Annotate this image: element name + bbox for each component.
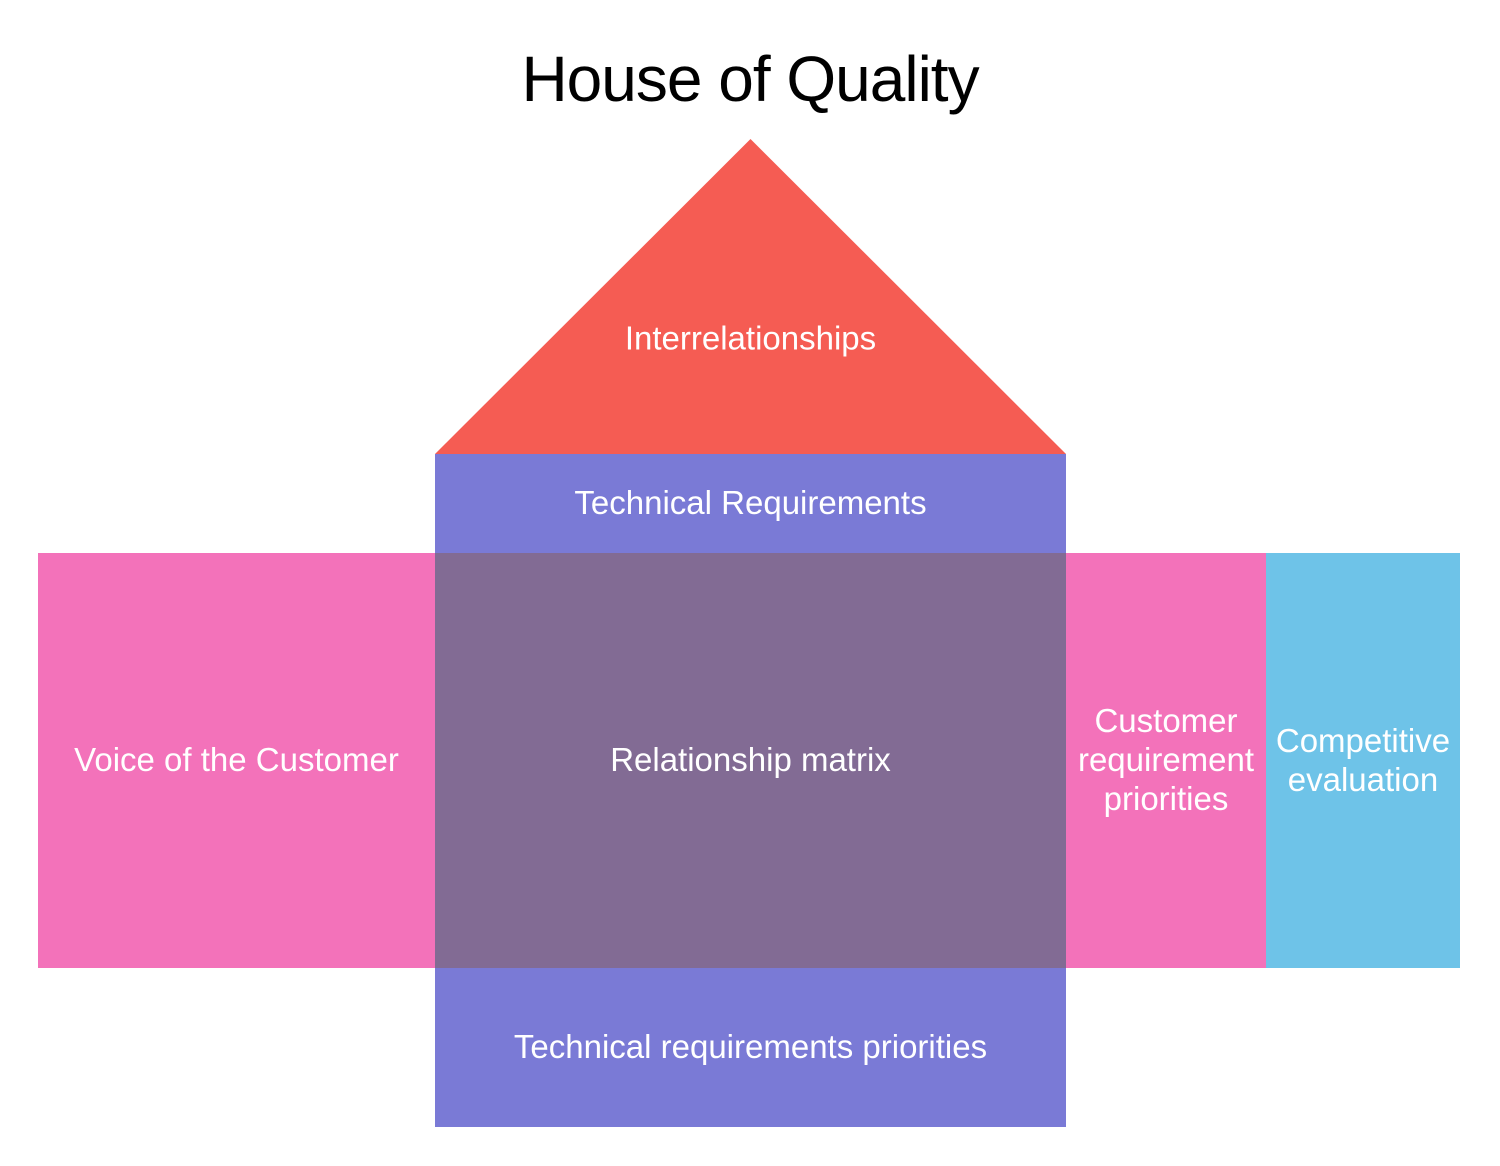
roof-triangle: Interrelationships	[435, 139, 1066, 454]
competitive-evaluation-box: Competitive evaluation	[1266, 553, 1460, 968]
technical-requirements-priorities-box: Technical requirements priorities	[435, 968, 1066, 1127]
customer-requirement-priorities-label: Customer requirement priorities	[1077, 702, 1255, 817]
technical-requirements-priorities-label: Technical requirements priorities	[513, 1028, 988, 1066]
technical-requirements-box: Technical Requirements	[435, 454, 1066, 553]
competitive-evaluation-label: Competitive evaluation	[1275, 721, 1451, 798]
voice-of-customer-box: Voice of the Customer	[38, 553, 435, 968]
diagram-title: House of Quality	[521, 43, 979, 115]
relationship-matrix-label: Relationship matrix	[610, 741, 891, 779]
interrelationships-label: Interrelationships	[624, 319, 877, 357]
relationship-matrix-box: Relationship matrix	[435, 553, 1066, 968]
voice-of-customer-label: Voice of the Customer	[74, 741, 399, 779]
customer-requirement-priorities-box: Customer requirement priorities	[1066, 553, 1266, 968]
technical-requirements-label: Technical Requirements	[574, 484, 927, 522]
